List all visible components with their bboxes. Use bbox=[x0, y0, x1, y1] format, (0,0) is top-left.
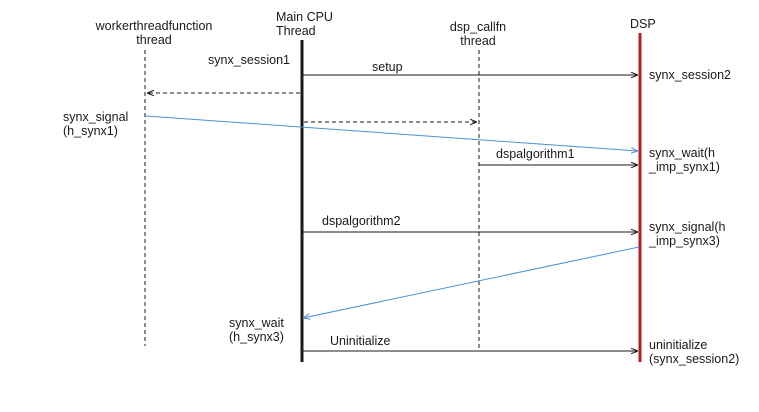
lifeline-header-callfn-line2: thread bbox=[460, 34, 496, 48]
lifeline-header-worker-line1: workerthreadfunction bbox=[95, 19, 213, 33]
label-synx-signal-line1: synx_signal bbox=[63, 110, 129, 124]
label-dsp-wait-line1: synx_wait(h bbox=[649, 146, 715, 160]
label-synx-wait-h-synx3: synx_wait(h_synx3) bbox=[229, 316, 284, 344]
label-dsp-signal-line1: synx_signal(h bbox=[649, 220, 726, 234]
message-label-setup: setup bbox=[372, 60, 403, 74]
label-dsp-synx-wait: synx_wait(h_imp_synx1) bbox=[649, 146, 720, 174]
lifeline-header-main-line1: Main CPU bbox=[276, 10, 333, 24]
label-dsp-uninit-line2: (synx_session2) bbox=[649, 352, 740, 366]
label-synx-signal-h-synx1: synx_signal(h_synx1) bbox=[63, 110, 128, 138]
label-dsp-synx-session2: synx_session2 bbox=[649, 68, 731, 82]
lifeline-header-dsp-line1: DSP bbox=[630, 17, 656, 31]
label-dsp-signal-line2: _imp_synx3) bbox=[649, 234, 720, 248]
message-worker-signal-arrow bbox=[145, 115, 638, 151]
label-synx-wait-line1: synx_wait bbox=[229, 316, 284, 330]
message-label-dspalgorithm1: dspalgorithm1 bbox=[496, 147, 575, 161]
message-dsp-signal-arrow bbox=[303, 246, 640, 318]
label-dsp-uninitialize: uninitialize(synx_session2) bbox=[649, 338, 739, 366]
message-label-dspalgorithm2: dspalgorithm2 bbox=[322, 214, 401, 228]
label-dsp-uninit-line1: uninitialize bbox=[649, 338, 708, 352]
lifeline-header-callfn-line1: dsp_callfn bbox=[449, 20, 507, 34]
lifeline-header-dsp: DSP bbox=[630, 17, 656, 31]
label-synx-wait-line2: (h_synx3) bbox=[229, 330, 284, 344]
lifeline-header-worker-line2: thread bbox=[136, 33, 172, 47]
lifeline-header-main-line2: Thread bbox=[276, 24, 316, 38]
label-synx-session1: synx_session1 bbox=[208, 53, 290, 67]
message-label-uninitialize: Uninitialize bbox=[330, 334, 391, 348]
label-dsp-wait-line2: _imp_synx1) bbox=[649, 160, 720, 174]
label-synx-signal-line2: (h_synx1) bbox=[63, 124, 118, 138]
label-dsp-synx-signal: synx_signal(h_imp_synx3) bbox=[649, 220, 725, 248]
